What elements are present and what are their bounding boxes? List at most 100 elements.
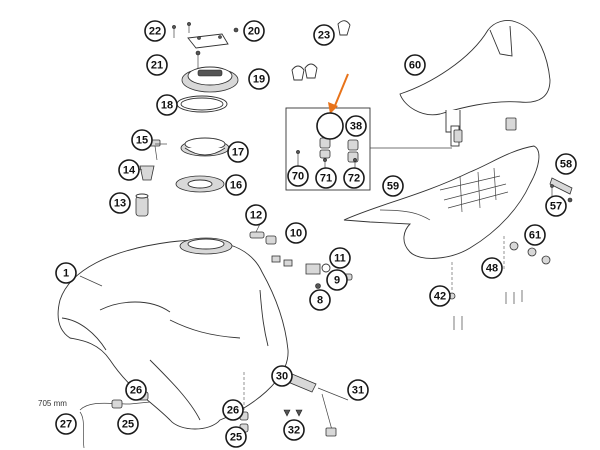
filler-cap-19	[181, 66, 239, 93]
callout-label: 48	[486, 263, 498, 275]
fuel-hose-27	[79, 401, 151, 449]
bolts-48	[503, 236, 523, 304]
callout-label: 20	[248, 26, 260, 38]
callout-13: 13	[109, 192, 131, 214]
callout-10: 10	[285, 222, 307, 244]
grommet-14	[139, 165, 155, 181]
callout-42: 42	[429, 285, 451, 307]
measurement-label: 705 mm	[38, 399, 67, 408]
strap-58	[549, 177, 573, 195]
filler-neck-17	[180, 137, 230, 157]
callout-37: 37	[316, 112, 344, 140]
callout-22: 22	[144, 20, 166, 42]
callout-label: 58	[560, 159, 572, 171]
callout-32: 32	[283, 419, 305, 441]
spacer-38	[347, 139, 359, 163]
callout-72: 72	[343, 167, 365, 189]
callout-30: 30	[271, 365, 293, 387]
callout-20: 20	[243, 20, 265, 42]
highlight-arrow	[328, 73, 349, 114]
key-23	[337, 20, 351, 36]
tail-section-59	[343, 145, 540, 259]
callout-label: 15	[136, 135, 148, 147]
callout-16: 16	[225, 174, 247, 196]
callout-25: 25	[225, 426, 247, 448]
callout-label: 71	[320, 173, 332, 185]
callout-48: 48	[481, 257, 503, 279]
sub-assembly-box	[285, 107, 371, 191]
callout-23: 23	[313, 24, 335, 46]
callout-58: 58	[555, 153, 577, 175]
callout-label: 17	[232, 147, 244, 159]
callout-label: 59	[387, 181, 399, 193]
callout-21: 21	[146, 54, 168, 76]
callout-label: 8	[317, 295, 323, 307]
callout-label: 57	[550, 201, 562, 213]
callout-label: 10	[290, 228, 302, 240]
callout-label: 60	[409, 60, 421, 72]
callout-31: 31	[347, 379, 369, 401]
highlight-ring	[316, 112, 344, 140]
callout-26: 26	[222, 399, 244, 421]
callout-17: 17	[227, 141, 249, 163]
callout-label: 31	[352, 385, 364, 397]
callout-label: 12	[250, 210, 262, 222]
fitting-10	[271, 255, 293, 267]
connector-9	[305, 263, 331, 275]
fuel-pump-30	[287, 373, 349, 437]
callout-61: 61	[524, 224, 546, 246]
callout-label: 25	[122, 419, 134, 431]
hose-clamp-25-left	[111, 399, 123, 409]
nuts-61	[509, 241, 551, 265]
cap-flange-plate	[187, 33, 229, 49]
callout-label: 30	[276, 371, 288, 383]
callout-15: 15	[131, 129, 153, 151]
callout-38: 38	[345, 115, 367, 137]
callout-8: 8	[309, 289, 331, 311]
fuel-tank-1	[57, 237, 289, 430]
callout-label: 14	[123, 165, 136, 177]
callout-label: 27	[60, 419, 72, 431]
screw-57	[550, 184, 573, 203]
callout-label: 70	[292, 171, 304, 183]
seat-60	[399, 19, 551, 147]
callout-label: 19	[253, 74, 265, 86]
callout-label: 25	[230, 432, 242, 444]
callout-26: 26	[125, 379, 147, 401]
callout-12: 12	[245, 204, 267, 226]
pin-21	[195, 50, 201, 68]
callout-60: 60	[404, 54, 426, 76]
small-screws-22	[172, 22, 191, 38]
callout-label: 42	[434, 291, 446, 303]
callout-1: 1	[55, 262, 77, 284]
callout-11: 11	[329, 247, 351, 269]
keys-19	[291, 63, 318, 81]
callout-25: 25	[117, 413, 139, 435]
callout-label: 23	[318, 30, 330, 42]
callout-57: 57	[545, 195, 567, 217]
bushing-13	[135, 193, 149, 217]
callout-19: 19	[248, 68, 270, 90]
callout-label: 18	[161, 100, 173, 112]
callout-label: 61	[529, 230, 541, 242]
callout-label: 32	[288, 425, 300, 437]
callout-label: 13	[114, 198, 126, 210]
callout-label: 21	[151, 60, 163, 72]
callout-70: 70	[287, 165, 309, 187]
callout-label: 26	[130, 385, 142, 397]
callout-label: 16	[230, 180, 242, 192]
callout-71: 71	[315, 167, 337, 189]
callout-label: 1	[63, 268, 69, 280]
callout-label: 11	[334, 253, 346, 265]
callout-label: 72	[348, 173, 360, 185]
nut-20	[233, 27, 239, 33]
callout-59: 59	[382, 175, 404, 197]
hose-fittings-12	[249, 231, 277, 245]
clip-8	[315, 283, 321, 289]
seat-brackets	[453, 117, 517, 143]
callout-18: 18	[156, 94, 178, 116]
gasket-ring-18	[176, 95, 228, 113]
